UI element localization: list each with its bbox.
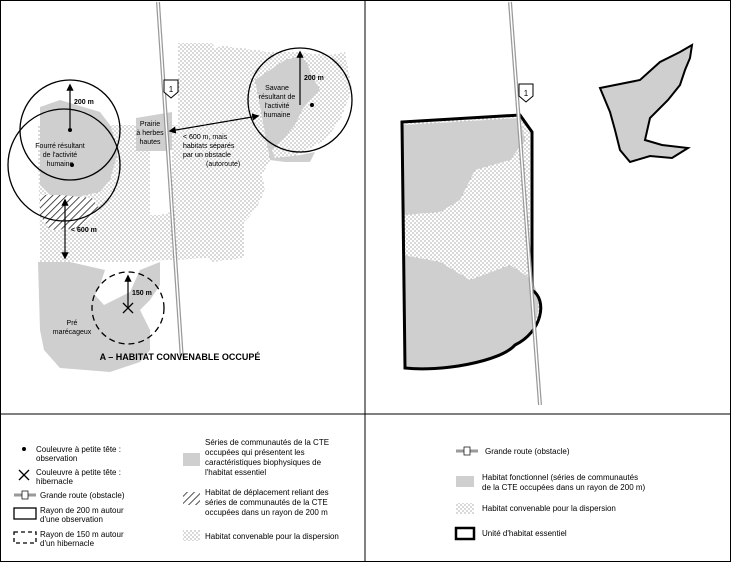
label-prairie: Prairie à herbes hautes — [136, 121, 164, 146]
svg-text:Savane: Savane — [265, 85, 289, 92]
prairie-area — [136, 112, 172, 151]
highway-right-center — [509, 1, 541, 406]
observation-dot-1 — [68, 128, 72, 132]
svg-text:Prairie: Prairie — [140, 121, 160, 128]
route-shield-right: 1 — [518, 83, 534, 103]
savane-functional-habitat — [598, 43, 694, 164]
legend-fonctionnel-label: Habitat fonctionnel (séries de communaut… — [482, 473, 638, 482]
radius-200-circle-3 — [247, 47, 353, 153]
legend-series-label: Séries de communautés de la CTE — [205, 438, 329, 447]
label-savane: Savane résultant de l'activité humaine — [259, 85, 296, 119]
essential-habitat-unit — [400, 113, 543, 371]
svg-text:de l'activité: de l'activité — [43, 152, 78, 159]
legend-observation-icon — [22, 447, 26, 451]
svg-text:d'un hibernacle: d'un hibernacle — [40, 539, 95, 548]
savane-area — [255, 56, 320, 162]
svg-text:par un obstacle: par un obstacle — [183, 152, 231, 159]
legend-right-route-label: Grande route (obstacle) — [485, 447, 570, 456]
svg-text:résultant de: résultant de — [259, 94, 296, 101]
legend-right-dispersion-label: Habitat convenable pour la dispersion — [482, 504, 616, 513]
svg-text:caractéristiques biophysiques: caractéristiques biophysiques de — [205, 458, 322, 467]
svg-text:à herbes: à herbes — [136, 130, 164, 137]
hibernacle-marker — [122, 302, 134, 314]
legend-left: Couleuvre à petite tête : observation Co… — [13, 438, 339, 548]
svg-text:Pré: Pré — [67, 320, 78, 327]
legend-fonctionnel-icon — [456, 476, 474, 487]
svg-text:séries de communautés de la CT: séries de communautés de la CTE — [205, 498, 328, 507]
legend-deplacement-icon — [183, 492, 200, 505]
svg-text:hautes: hautes — [139, 139, 161, 146]
label-600-left: < 600 m — [71, 227, 97, 234]
legend-rayon150-label: Rayon de 150 m autour — [40, 530, 124, 539]
legend-dispersion-label: Habitat convenable pour la dispersion — [205, 532, 339, 541]
legend-rayon200-label: Rayon de 200 m autour — [40, 506, 124, 515]
highway-left-center — [157, 1, 183, 361]
label-fourre: Fourré résultant de l'activité humaine — [35, 143, 84, 168]
svg-text:l'habitat essentiel: l'habitat essentiel — [205, 468, 266, 477]
legend-right: Grande route (obstacle) Habitat fonction… — [454, 446, 646, 541]
arrow-600-highway — [168, 113, 260, 134]
legend-rayon150-icon — [13, 531, 37, 544]
functional-habitat-bottom — [403, 255, 539, 369]
legend-rayon200-icon — [13, 507, 37, 520]
svg-text:humaine: humaine — [47, 161, 74, 168]
legend-unite-icon — [454, 526, 476, 541]
observation-dot-3 — [310, 103, 314, 107]
panel-title: A – HABITAT CONVENABLE OCCUPÉ — [100, 352, 261, 362]
route-number-left: 1 — [169, 85, 174, 94]
legend-unite-label: Unité d'habitat essentiel — [482, 529, 567, 538]
radius-150-circle — [91, 271, 165, 345]
svg-text:observation: observation — [36, 454, 77, 463]
label-200-right: 200 m — [304, 75, 324, 82]
legend-hibernacle-icon — [18, 469, 30, 481]
functional-habitat-top — [403, 118, 525, 215]
label-200-top: 200 m — [74, 99, 94, 106]
svg-text:marécageux: marécageux — [53, 329, 92, 336]
legend-route-icon — [14, 490, 36, 500]
svg-text:hibernacle: hibernacle — [36, 477, 73, 486]
observation-dot-2 — [70, 163, 74, 167]
svg-text:habitats séparés: habitats séparés — [183, 143, 235, 150]
svg-text:d'une observation: d'une observation — [40, 515, 103, 524]
hatch-area — [40, 195, 100, 230]
svg-text:Fourré résultant: Fourré résultant — [35, 143, 84, 150]
svg-text:(autoroute): (autoroute) — [206, 161, 240, 168]
route-shield-left: 1 — [163, 79, 179, 99]
legend-dispersion-icon — [183, 530, 200, 541]
left-map: 1 200 m 200 m < 600 m 150 m Fourré résul… — [7, 1, 353, 372]
legend-series-icon — [183, 453, 200, 466]
legend-route-label: Grande route (obstacle) — [40, 491, 125, 500]
svg-text:< 600 m, mais: < 600 m, mais — [183, 134, 228, 141]
legend-deplacement-label: Habitat de déplacement reliant des — [205, 488, 329, 497]
right-map: 1 — [400, 1, 694, 406]
svg-text:humaine: humaine — [264, 112, 291, 119]
legend-observation-label: Couleuvre à petite tête : — [36, 445, 121, 454]
legend-right-dispersion-icon — [456, 503, 474, 514]
label-pre: Pré marécageux — [53, 320, 92, 336]
svg-text:occupées dans un rayon de 200: occupées dans un rayon de 200 m — [205, 508, 328, 517]
legend-hibernacle-label: Couleuvre à petite tête : — [36, 468, 121, 477]
svg-text:occupées qui présentent les: occupées qui présentent les — [205, 448, 305, 457]
svg-text:de la CTE occupées dans un ray: de la CTE occupées dans un rayon de 200 … — [482, 483, 646, 492]
route-number-right: 1 — [524, 89, 529, 98]
label-150: 150 m — [132, 290, 152, 297]
fourre-area — [40, 100, 118, 198]
svg-text:l'activité: l'activité — [265, 103, 290, 110]
legend-right-route-icon — [456, 446, 478, 456]
label-habitats-separes: < 600 m, mais habitats séparés par un ob… — [183, 134, 240, 168]
